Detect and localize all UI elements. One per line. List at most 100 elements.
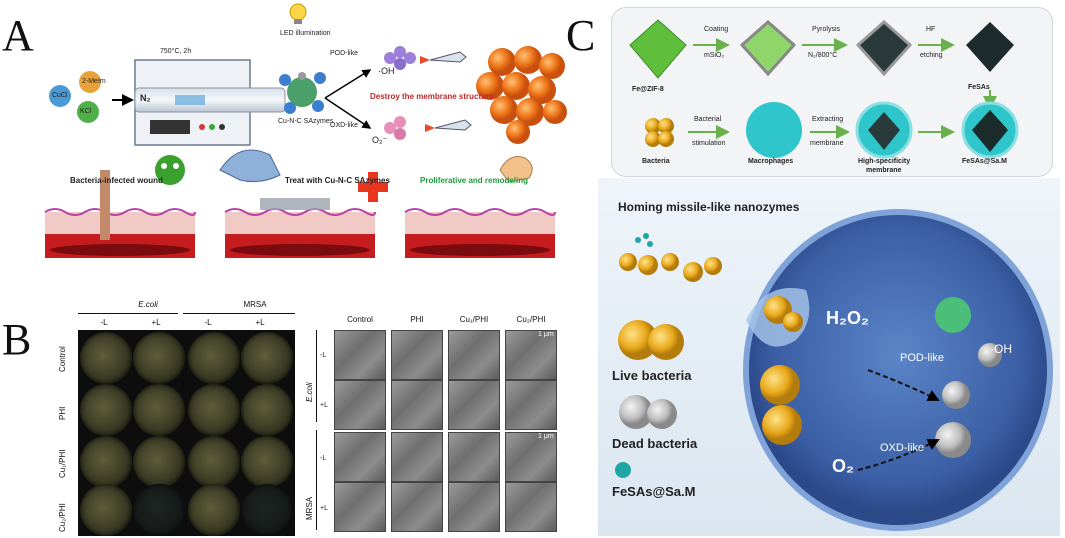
c-step3-b: etching [920, 52, 943, 59]
sem-col-phi: PHI [410, 315, 424, 324]
c-dead: Dead bacteria [612, 436, 698, 451]
dish [188, 332, 240, 384]
sem-image [334, 380, 386, 430]
panel-c-letter: C [566, 11, 596, 60]
sem-image [448, 482, 500, 532]
sem-image [391, 380, 443, 430]
dish [241, 384, 293, 436]
c-step3-a: HF [926, 26, 936, 33]
c-step4-b: stimulation [692, 140, 726, 147]
dish [133, 384, 185, 436]
sem-image [448, 330, 500, 380]
row-label-cu2: Cu₂/PHI [58, 503, 67, 532]
c-high-spec: High-specificity [858, 158, 911, 165]
skin-section-2 [224, 198, 376, 258]
sem-image [505, 380, 557, 430]
c-fesas-sam: FeSAs@Sa.M [962, 158, 1007, 165]
internal-dead-bacterium [935, 422, 971, 458]
group-mrsa: MRSA [243, 300, 267, 309]
panel-b-letter: B [2, 315, 32, 364]
macrophage-sphere [746, 102, 802, 158]
precursor-sphere-3 [77, 101, 99, 123]
c-step1-b: mSiO₂ [704, 52, 725, 59]
c-fe-zif8: Fe@ZIF-8 [632, 86, 664, 93]
c-step5-a: Extracting [812, 116, 844, 123]
sem-light-4: +L [320, 505, 328, 512]
c-live: Live bacteria [612, 368, 692, 383]
sem-light-1: -L [320, 352, 327, 359]
oxd-label-a: OXD-like [330, 122, 359, 129]
dish [80, 384, 132, 436]
precursor-label-1: CuCl [52, 92, 68, 99]
panel-c-graphic [615, 19, 1053, 531]
c-oh: ·OH [990, 342, 1012, 356]
precursor-sphere-1 [49, 85, 71, 107]
light-4: +L [255, 318, 265, 327]
dish-clear [241, 484, 293, 536]
sem-light-3: -L [320, 455, 327, 462]
gas-label: N₂ [140, 93, 151, 103]
panel-a-graphic [44, 3, 567, 258]
fe-zif8-crystal [629, 19, 687, 79]
sem-col-cu1: Cu₁/PHI [459, 315, 489, 324]
macrophage-cell [743, 209, 1053, 531]
bacteria-small [645, 118, 674, 147]
c-fesas: FeSAs [968, 84, 990, 91]
led-label: LED illumination [280, 30, 331, 37]
oh-cluster [384, 46, 416, 70]
treat-label: Treat with Cu-N-C SAzymes [285, 176, 390, 185]
internal-live-bacterium [760, 365, 800, 405]
c-step4-a: Bacterial [694, 116, 722, 123]
sem-image [391, 482, 443, 532]
bacteria-cluster [476, 46, 567, 144]
rocket-icon-1 [420, 51, 467, 64]
c-pod: POD-like [900, 352, 945, 364]
c-step2-b: N₂/800°C [808, 52, 838, 59]
sem-image [334, 432, 386, 482]
precursor-label-3: KCl [80, 108, 92, 115]
c-o2: O₂ [832, 456, 854, 476]
dish [188, 436, 240, 488]
sem-image [334, 330, 386, 380]
pyrolyzed-crystal [855, 19, 913, 77]
light-1: -L [100, 318, 108, 327]
sem-image [334, 482, 386, 532]
furnace-tube [134, 87, 286, 113]
row-label-cu1: Cu₁/PHI [58, 449, 67, 478]
internal-green-particle [935, 297, 971, 333]
dish [133, 332, 185, 384]
precursor-label-2: 2-MeIm [82, 78, 106, 85]
sem-image [505, 330, 557, 380]
c-macrophages: Macrophages [748, 158, 794, 165]
c-fesas-legend: FeSAs@Sa.M [612, 484, 696, 499]
dish-clear [133, 484, 185, 536]
coated-crystal [739, 19, 797, 77]
group-ecoli: E.coli [138, 300, 158, 309]
membrane-label: Destroy the membrane structure [370, 92, 494, 101]
live-bacteria-legend [618, 320, 684, 360]
row-label-phi: PHI [58, 406, 67, 420]
sem-image [505, 482, 557, 532]
skin-section-3 [404, 208, 556, 258]
led-bulb-icon [289, 3, 307, 21]
wound-label: Bacteria-infected wound [70, 176, 163, 185]
dish [188, 484, 240, 536]
light-2: +L [151, 318, 161, 327]
c-step5-b: membrane [810, 140, 844, 147]
dish [188, 384, 240, 436]
sem-group-ecoli: E.coli [305, 382, 314, 402]
scale-bar-2: 1 μm [538, 433, 554, 440]
panel-a-letter: A [2, 11, 34, 60]
c-step2-a: Pyrolysis [812, 26, 841, 33]
fesas-crystal [966, 22, 1014, 72]
c-h2o2: H₂O₂ [826, 308, 869, 328]
fesas-legend-dot [615, 462, 631, 478]
sem-col-control: Control [347, 315, 373, 324]
sem-image [391, 432, 443, 482]
muscle-arm-icon [499, 156, 533, 183]
sem-image [505, 432, 557, 482]
pod-label-a: POD-like [330, 50, 359, 57]
oh-label-a: ·OH [378, 66, 395, 76]
homing-nanozymes-particles [619, 233, 722, 282]
c-homing: Homing missile-like nanozymes [618, 200, 800, 214]
